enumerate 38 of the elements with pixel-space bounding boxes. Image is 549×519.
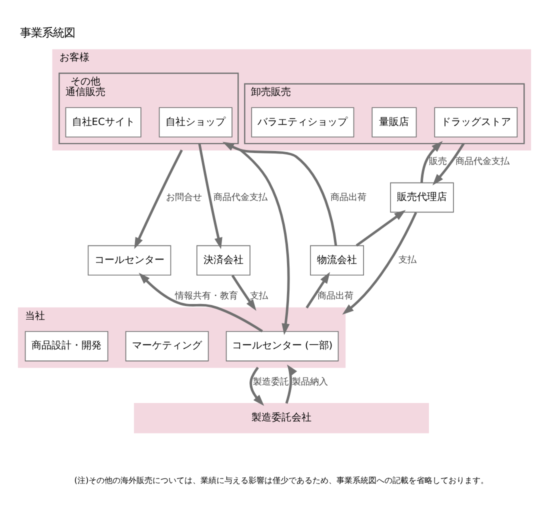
edge-label: 商品出荷 (330, 192, 366, 202)
edge-label: 支払 (250, 291, 268, 302)
node-box: バラエティショップ (251, 106, 354, 137)
arrow (306, 272, 330, 308)
arrow (342, 211, 418, 314)
node-box: 量販店 (372, 106, 417, 137)
node-box: ドラッグストア (434, 106, 518, 137)
arrow (222, 141, 338, 246)
node-box: 物流会社 (310, 244, 364, 276)
edge-label: 情報共有・教育 (175, 291, 238, 302)
edge-label: 商品出荷 (317, 291, 354, 302)
arrow (356, 210, 406, 246)
arrow (240, 148, 290, 334)
diagram-title: 事業系統図 (20, 25, 76, 40)
node-box: 自社ECサイト (65, 106, 142, 137)
node-box: コールセンター (88, 244, 172, 276)
arrow (250, 366, 264, 406)
edge-label: 製造委託 (252, 376, 289, 387)
arrow (420, 140, 443, 182)
arrow (285, 364, 298, 404)
edge-label: 支払 (398, 255, 417, 266)
edge-label: 製品納入 (292, 376, 328, 387)
node-box: 決済会社 (196, 244, 250, 276)
node-box: マーケティング (125, 330, 209, 361)
arrow (198, 142, 222, 249)
arrow (134, 149, 183, 249)
edge-label: お問合せ (166, 192, 202, 202)
arrow (432, 142, 465, 185)
node-box: 販売代理店 (390, 182, 454, 212)
edge-label: 商品代金支払 (455, 156, 510, 166)
edge-label: 商品代金支払 (214, 192, 268, 202)
arrow (231, 274, 256, 310)
node-box: 商品設計・開発 (24, 330, 108, 361)
label: (注)その他の海外販売については、業績に与える影響は僅少であるため、事業系統図への記載を省略しております。 (74, 474, 489, 485)
node-box: 製造委託会社 (134, 402, 429, 433)
node-box: コールセンター (一部) (226, 330, 339, 361)
edge-label: 販売 (428, 156, 447, 166)
node-box: 自社ショップ (158, 106, 232, 137)
